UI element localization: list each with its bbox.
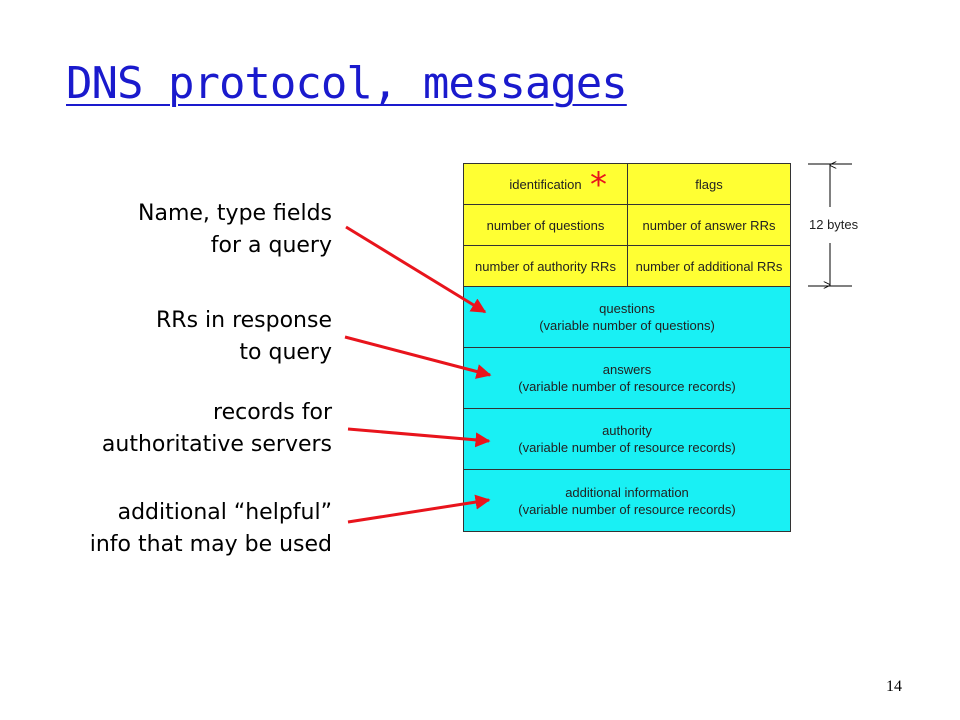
section-additional-title: additional information — [565, 484, 689, 500]
field-flags-text: flags — [695, 176, 723, 192]
field-num-answers-text: number of answer RRs — [642, 217, 776, 233]
field-num-authority: number of authority RRs — [463, 245, 628, 287]
page-number: 14 — [886, 678, 902, 695]
label-questions-line-1: Name, type fields — [138, 201, 332, 226]
field-num-authority-text: number of authority RRs — [475, 258, 616, 274]
field-num-additional: number of additional RRs — [627, 245, 791, 287]
label-additional-line-1: additional “helpful” — [117, 500, 332, 525]
arrow-answers — [344, 335, 492, 379]
field-num-questions: number of questions — [463, 204, 628, 246]
field-identification: identification — [463, 163, 628, 205]
header-size-label: 12 bytes — [809, 217, 859, 232]
section-additional: additional information (variable number … — [463, 469, 791, 532]
label-answers: RRs in response to query — [156, 305, 332, 369]
asterisk-mark: * — [590, 165, 607, 205]
section-authority-desc: (variable number of resource records) — [518, 440, 736, 455]
field-num-answers: number of answer RRs — [627, 204, 791, 246]
label-answers-line-1: RRs in response — [156, 308, 332, 333]
label-authority-line-2: authoritative servers — [101, 432, 332, 457]
section-answers-desc: (variable number of resource records) — [518, 379, 736, 394]
arrow-authority — [347, 427, 491, 448]
arrow-additional — [347, 494, 491, 524]
label-additional: additional “helpful” info that may be us… — [90, 497, 332, 561]
label-additional-line-2: info that may be used — [89, 532, 332, 557]
label-answers-line-2: to query — [239, 340, 332, 365]
section-questions: questions (variable number of questions) — [463, 286, 791, 348]
label-questions: Name, type fields for a query — [138, 198, 332, 262]
slide-title: DNS protocol, messages — [66, 58, 628, 109]
arrow-questions — [345, 225, 487, 314]
size-bracket — [808, 164, 852, 286]
section-questions-desc: (variable number of questions) — [539, 318, 715, 333]
field-flags: flags — [627, 163, 791, 205]
label-questions-line-2: for a query — [210, 233, 332, 258]
section-authority-title: authority — [602, 423, 652, 438]
section-authority: authority (variable number of resource r… — [463, 408, 791, 470]
section-questions-title: questions — [599, 301, 655, 316]
label-authority: records for authoritative servers — [102, 397, 332, 461]
field-num-additional-text: number of additional RRs — [635, 258, 783, 274]
field-num-questions-text: number of questions — [486, 217, 605, 233]
section-answers-title: answers — [602, 362, 652, 377]
section-answers: answers (variable number of resource rec… — [463, 347, 791, 409]
section-additional-desc: (variable number of resource records) — [518, 501, 736, 517]
field-identification-text: identification — [509, 176, 582, 192]
label-authority-line-1: records for — [213, 400, 332, 425]
